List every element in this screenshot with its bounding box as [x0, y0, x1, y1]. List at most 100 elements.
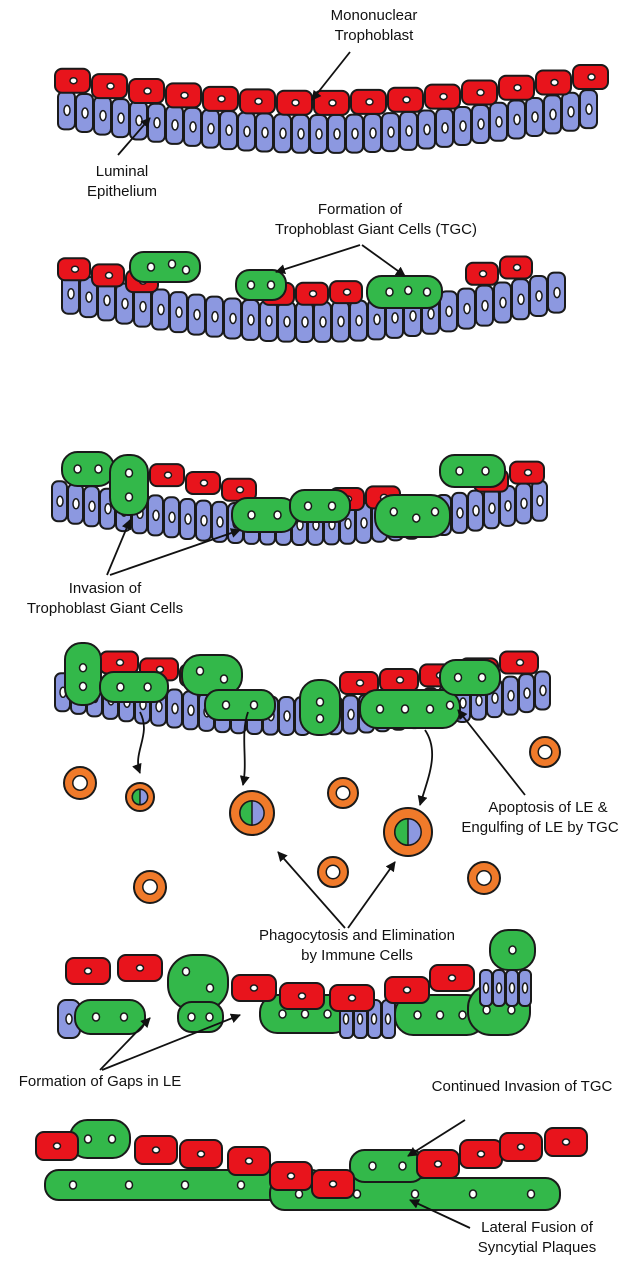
nucleus — [520, 497, 528, 510]
nucleus — [124, 492, 134, 502]
nucleus — [65, 1013, 73, 1025]
label-gaps: Formation of Gaps in LE — [19, 1073, 182, 1090]
nucleus — [211, 310, 219, 323]
nucleus — [459, 120, 467, 132]
nucleus — [244, 1157, 254, 1165]
nucleus — [477, 672, 487, 683]
nucleus — [531, 111, 539, 123]
nucleus — [441, 122, 449, 134]
nucleus — [249, 700, 259, 710]
nucleus — [83, 967, 93, 975]
nucleus — [247, 510, 256, 520]
nucleus — [476, 1150, 486, 1158]
arrow-gaps-right — [101, 1013, 241, 1071]
nucleus — [435, 1010, 445, 1020]
nucleus — [157, 303, 165, 316]
arrow-apoptosis — [457, 709, 526, 796]
nucleus — [139, 300, 147, 313]
nucleus — [78, 663, 88, 673]
giant-cell-body — [349, 1149, 426, 1183]
panel-tgc-invasion — [51, 451, 548, 546]
nucleus — [337, 315, 345, 328]
nucleus — [482, 982, 490, 994]
nucleus — [121, 297, 129, 310]
nucleus — [207, 122, 215, 135]
nucleus — [478, 270, 488, 278]
nucleus — [370, 1013, 378, 1025]
giant-cell-body — [129, 251, 201, 283]
nucleus — [184, 513, 192, 525]
nucleus — [193, 308, 201, 321]
nucleus — [328, 1180, 338, 1188]
labels: Mononuclear Trophoblast Luminal Epitheli… — [19, 7, 619, 1256]
arrow-luminal — [117, 117, 151, 156]
nucleus — [360, 517, 368, 529]
giant-cell-body — [74, 999, 146, 1035]
label-invasion-2: Trophoblast Giant Cells — [27, 600, 183, 617]
label-phagocytosis-2: by Immune Cells — [301, 947, 413, 964]
nucleus — [217, 95, 226, 103]
nucleus — [236, 1180, 246, 1190]
nucleus — [402, 96, 411, 104]
nucleus — [356, 1013, 364, 1025]
giant-cell-body — [64, 642, 102, 706]
nucleus — [99, 109, 107, 122]
giant-cell — [129, 251, 201, 283]
nucleus — [342, 1013, 350, 1025]
nucleus — [249, 984, 259, 992]
nucleus — [83, 1134, 93, 1144]
nucleus — [119, 1012, 129, 1022]
nucleus — [499, 296, 507, 309]
nucleus — [384, 1013, 392, 1025]
nucleus — [168, 511, 176, 524]
giant-cell-body — [69, 1119, 131, 1159]
giant-cell-body — [109, 454, 149, 516]
engulfed-tgc-part — [131, 788, 141, 806]
nucleus — [513, 113, 521, 126]
nucleus — [512, 263, 522, 272]
nucleus — [189, 121, 197, 133]
nucleus — [521, 982, 529, 994]
nucleus — [391, 312, 399, 324]
giant-cell — [289, 489, 351, 523]
nucleus — [107, 1134, 117, 1144]
arrow-invasion-right — [109, 528, 241, 576]
nucleus — [155, 700, 163, 713]
panel-syncytial-plaques — [35, 1119, 588, 1211]
nucleus — [88, 500, 96, 513]
immune-cell-nucleus — [325, 864, 341, 880]
nucleus — [404, 285, 413, 296]
nucleus — [507, 689, 515, 702]
arrows — [99, 51, 526, 1229]
nucleus — [405, 125, 413, 137]
nucleus — [70, 265, 80, 273]
nucleus — [539, 684, 547, 697]
giant-cell — [349, 1149, 426, 1183]
nucleus — [458, 1010, 467, 1020]
nucleus — [143, 87, 152, 95]
nucleus — [389, 507, 398, 517]
nucleus — [344, 518, 352, 530]
nucleus — [427, 308, 435, 320]
nucleus — [229, 312, 237, 325]
label-mononuclear-2: Trophoblast — [335, 27, 414, 44]
giant-cell — [374, 494, 451, 538]
nucleus — [115, 658, 125, 667]
giant-cell — [204, 689, 276, 721]
nucleus — [117, 112, 125, 124]
panel-apoptosis-engulfing — [54, 642, 551, 736]
nucleus — [355, 679, 365, 687]
nucleus — [199, 479, 209, 487]
nucleus — [180, 1180, 190, 1190]
nucleus — [106, 82, 115, 90]
nucleus — [261, 126, 269, 139]
nucleus — [78, 681, 88, 692]
nucleus — [549, 108, 557, 121]
giant-cell-body — [439, 454, 506, 488]
label-lateral-fusion-2: Syncytial Plaques — [478, 1239, 596, 1256]
nucleus — [152, 509, 160, 522]
immune-cell-nucleus — [476, 870, 492, 886]
immune-cell — [133, 870, 167, 904]
nucleus — [225, 124, 233, 136]
nucleus — [279, 127, 287, 140]
